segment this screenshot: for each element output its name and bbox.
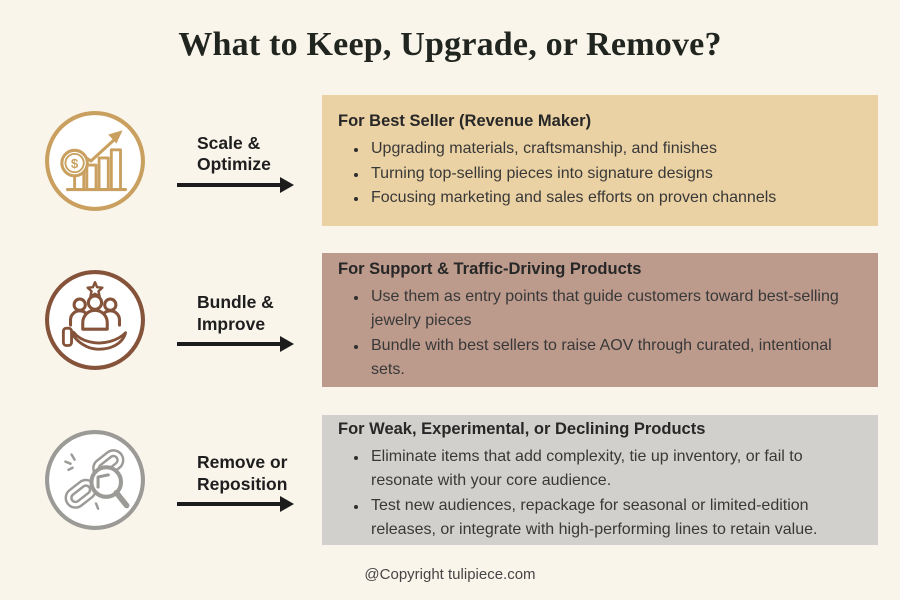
arrow-shaft <box>177 182 281 187</box>
step-label-line: Reposition <box>197 473 288 494</box>
bullet-list: Upgrading materials, craftsmanship, and … <box>338 137 862 211</box>
step-label-remove-reposition: Remove or Reposition <box>197 452 287 495</box>
copyright-text: @Copyright tulipiece.com <box>364 566 536 583</box>
bullet-item: Upgrading materials, craftsmanship, and … <box>368 137 862 162</box>
row-remove-reposition: Remove or Reposition For Weak, Experimen… <box>0 415 900 545</box>
right-arrow-icon <box>177 496 294 512</box>
page-title: What to Keep, Upgrade, or Remove? <box>178 26 722 63</box>
arrow-head <box>280 496 294 512</box>
bullet-item: Eliminate items that add complexity, tie… <box>368 445 862 494</box>
bullet-item: Bundle with best sellers to raise AOV th… <box>368 334 862 383</box>
bullet-item: Focusing marketing and sales efforts on … <box>368 186 862 211</box>
step-label-bundle-improve: Bundle & Improve <box>197 292 274 335</box>
bullet-list: Eliminate items that add complexity, tie… <box>338 445 862 543</box>
growth-chart-icon: $ <box>44 110 146 212</box>
step-label-line: Optimize <box>197 154 271 174</box>
bullet-list: Use them as entry points that guide cust… <box>338 285 862 383</box>
arrow-head <box>280 336 294 352</box>
content-box-weak-products: For Weak, Experimental, or Declining Pro… <box>322 415 878 545</box>
bullet-item: Test new audiences, repackage for season… <box>368 494 862 543</box>
step-label-line: Improve <box>197 313 266 334</box>
row-bundle-improve: Bundle & Improve For Support & Traffic-D… <box>0 253 900 387</box>
box-heading: For Best Seller (Revenue Maker) <box>338 112 592 131</box>
step-label-line: Bundle & <box>197 292 274 312</box>
step-label-scale-optimize: Scale & Optimize <box>197 133 271 176</box>
right-arrow-icon <box>177 176 294 193</box>
arrow-shaft <box>177 502 281 506</box>
content-box-best-seller: For Best Seller (Revenue Maker) Upgradin… <box>322 95 878 226</box>
box-heading: For Weak, Experimental, or Declining Pro… <box>338 419 706 438</box>
right-arrow-icon <box>177 336 294 352</box>
broken-chain-magnifier-icon <box>44 429 146 531</box>
arrow-shaft <box>177 342 281 346</box>
community-hand-icon <box>44 269 146 371</box>
row-scale-optimize: $ Scale & Optimize For Best Seller (Reve… <box>0 95 900 226</box>
svg-text:$: $ <box>71 156 79 171</box>
content-box-support-products: For Support & Traffic-Driving Products U… <box>322 253 878 387</box>
box-heading: For Support & Traffic-Driving Products <box>338 259 642 278</box>
step-label-line: Scale & <box>197 132 261 153</box>
bullet-item: Use them as entry points that guide cust… <box>368 285 862 334</box>
step-label-line: Remove or <box>197 452 288 472</box>
bullet-item: Turning top-selling pieces into signatur… <box>368 162 862 187</box>
arrow-head <box>280 176 294 193</box>
